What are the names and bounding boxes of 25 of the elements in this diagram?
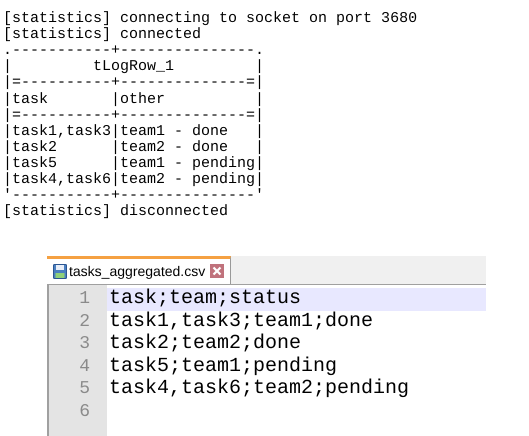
code-line: task4,task6;team2;pending xyxy=(109,378,410,400)
ascii-table-line: |task |other | xyxy=(3,90,264,108)
line-number: 1 xyxy=(78,288,90,310)
ascii-table-line: |=----------+--------------=| xyxy=(3,106,264,124)
ascii-table-line: |task1,task3|team1 - done | xyxy=(3,122,264,140)
file-name: tasks_aggregated.csv xyxy=(69,263,206,279)
console-line: [statistics] disconnected xyxy=(3,203,228,220)
line-number: 6 xyxy=(78,401,90,423)
code-line: task;team;status xyxy=(109,288,302,310)
ascii-table-line: |task2 |team2 - done | xyxy=(3,138,264,156)
line-number: 3 xyxy=(78,333,90,356)
ascii-table-line: |task5 |team1 - pending| xyxy=(3,154,264,172)
line-number: 2 xyxy=(78,310,90,333)
line-number: 5 xyxy=(78,378,90,400)
ascii-table-line: |=----------+--------------=| xyxy=(3,74,264,92)
ascii-table-line: '-----------+---------------' xyxy=(3,187,264,204)
line-number: 4 xyxy=(78,356,90,378)
ascii-table-line: | tLogRow_1 | xyxy=(3,58,264,76)
code-line: task1,task3;team1;done xyxy=(109,310,374,333)
ascii-table-line: |task4,task6|team2 - pending| xyxy=(3,171,264,188)
console-line: [statistics] connected xyxy=(3,26,202,44)
code-line: task5;team1;pending xyxy=(109,356,338,378)
ascii-table-line: .-----------+---------------. xyxy=(3,42,264,60)
code-line: task2;team2;done xyxy=(109,333,302,356)
console-line: [statistics] connecting to socket on port 3680 xyxy=(3,10,418,27)
